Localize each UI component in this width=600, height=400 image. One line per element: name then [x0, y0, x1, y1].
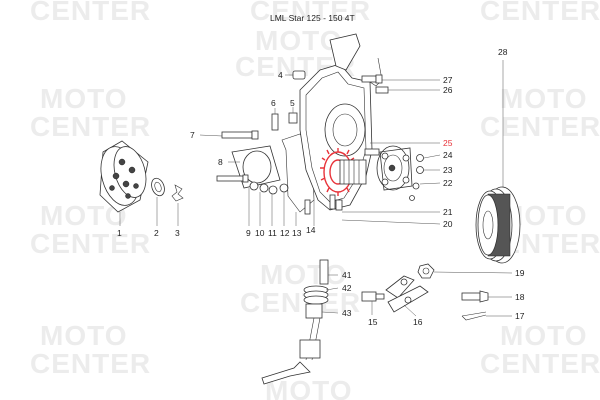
watermark-line2: CENTER	[240, 287, 361, 318]
watermark-line1: MOTO	[500, 320, 587, 351]
watermark-line2: CENTER	[30, 348, 151, 379]
callout-24: 24	[443, 150, 453, 160]
parts-5-6-bolts	[271, 107, 298, 131]
parts-9-12-fasteners	[216, 174, 289, 226]
part-4-pin	[285, 70, 306, 80]
part-14-bolt	[304, 199, 311, 215]
callout-27: 27	[443, 75, 453, 85]
callout-26: 26	[443, 85, 453, 95]
part-2-washer	[151, 177, 165, 226]
part-3-circlip	[171, 184, 184, 226]
part-28-clutch-pack	[475, 60, 521, 264]
callout-11: 11	[268, 228, 277, 238]
callout-5: 5	[290, 98, 295, 108]
watermark-line2: CENTER	[480, 111, 600, 142]
callout-42: 42	[342, 283, 352, 293]
watermark-line2: CENTER	[30, 228, 151, 259]
callout-13: 13	[292, 228, 302, 238]
callout-41: 41	[342, 270, 352, 280]
part-7-bolt	[199, 130, 259, 140]
callout-21: 21	[443, 207, 453, 217]
parts-26-27-bolts	[361, 74, 440, 94]
watermark-line1: MOTO	[255, 25, 342, 56]
callout-18: 18	[515, 292, 525, 302]
parts-41-43-kickstart	[261, 259, 339, 385]
watermark-line1: MOTO	[260, 259, 347, 290]
callout-3: 3	[175, 228, 180, 238]
watermark-line1: MOTO	[40, 320, 127, 351]
callout-labels: 1 2 3 4 5 6 7 8 9 10 11 12 13 14 15 16 1…	[117, 47, 525, 327]
callout-12: 12	[280, 228, 290, 238]
part-21-bolt	[329, 194, 440, 213]
callout-9: 9	[246, 228, 251, 238]
part-25-gear-highlighted	[320, 142, 440, 196]
callout-16: 16	[413, 317, 423, 327]
callout-17: 17	[515, 311, 525, 321]
watermark-line2: CENTER	[480, 348, 600, 379]
part-1-clutch-drum	[99, 140, 149, 226]
watermark-line2: CENTER	[30, 111, 151, 142]
callout-2: 2	[154, 228, 159, 238]
watermark-line2: CENTER	[250, 0, 371, 26]
part-19-nut	[417, 263, 513, 279]
parts-22-24-clutch-assembly	[364, 145, 441, 201]
leader-20	[341, 219, 441, 225]
watermark-line1: MOTO	[500, 83, 587, 114]
part-18-screw	[461, 290, 512, 303]
callout-8: 8	[218, 157, 223, 167]
watermark-line2: CENTER	[30, 0, 151, 26]
callout-25-highlighted: 25	[443, 138, 453, 148]
callout-15: 15	[368, 317, 378, 327]
callout-28: 28	[498, 47, 508, 57]
callout-22: 22	[443, 178, 453, 188]
callout-14: 14	[306, 225, 316, 235]
callout-23: 23	[443, 165, 453, 175]
callout-10: 10	[255, 228, 265, 238]
callout-43: 43	[342, 308, 352, 318]
watermark-line1: MOTO	[40, 83, 127, 114]
callout-19: 19	[515, 268, 525, 278]
diagram-title: LML Star 125 - 150 4T	[270, 13, 355, 23]
callout-20: 20	[443, 219, 453, 229]
callout-6: 6	[271, 98, 276, 108]
part-15-bolt	[361, 291, 385, 315]
watermark-line2: CENTER	[480, 0, 600, 26]
callout-4: 4	[278, 70, 283, 80]
part-17-cotter-pin	[461, 311, 512, 321]
callout-7: 7	[190, 130, 195, 140]
part-16-linkage	[385, 275, 429, 317]
callout-1: 1	[117, 228, 122, 238]
